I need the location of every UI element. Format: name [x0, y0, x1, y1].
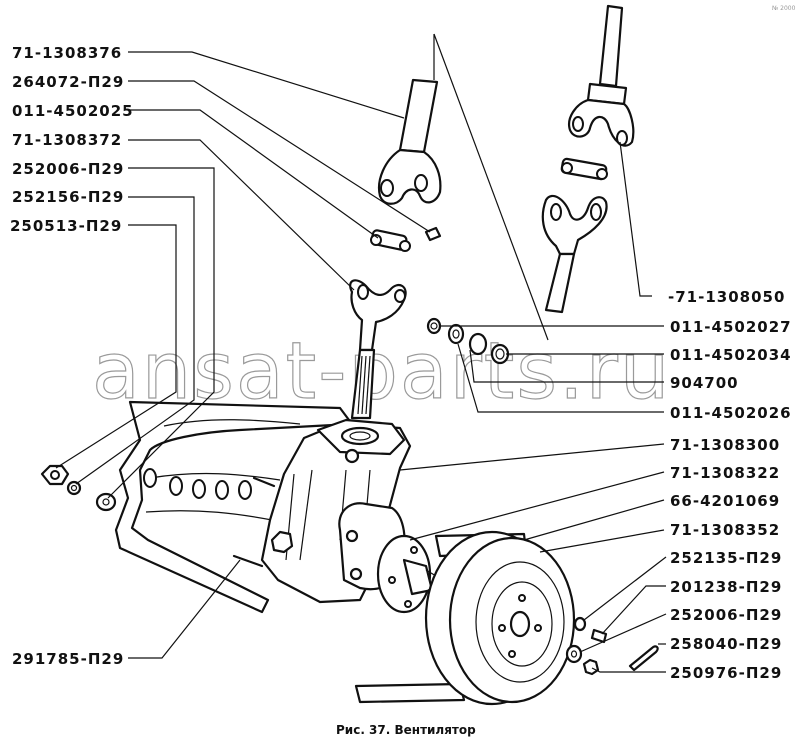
bearing-cup-part [447, 323, 465, 345]
label-011-4502034: 011-4502034 [670, 346, 792, 364]
seal-part [426, 317, 442, 335]
label-011-4502025: 011-4502025 [12, 102, 134, 120]
splined-fork [349, 279, 407, 420]
shroud-plate [114, 400, 354, 614]
left-fasteners [40, 464, 117, 512]
fork-eye-hole [414, 174, 428, 192]
labels-right: -71-1308050 011-4502027 011-4502034 9047… [668, 288, 792, 682]
cotter-pin [628, 645, 659, 672]
label-71-1308322: 71-1308322 [670, 464, 780, 482]
label-252156-p29: 252156-П29 [12, 188, 124, 206]
label-252006-p29: 252006-П29 [12, 160, 124, 178]
label-71-1308300: 71-1308300 [670, 436, 780, 454]
label-250513-p29: 250513-П29 [10, 217, 122, 235]
figure-caption: Рис. 37. Вентилятор [336, 723, 476, 737]
labels-left: 71-1308376 264072-П29 011-4502025 71-130… [10, 44, 134, 668]
label-264072-p29: 264072-П29 [12, 73, 124, 91]
leader-lines [55, 33, 667, 673]
label-252006-p29-b: 252006-П29 [670, 606, 782, 624]
label-250976-p29: 250976-П29 [670, 664, 782, 682]
right-fasteners [565, 616, 659, 676]
flange-hub [376, 534, 437, 614]
label-252135-p29: 252135-П29 [670, 549, 782, 567]
corner-mark: № 2000 [772, 5, 796, 12]
label-71-1308050: -71-1308050 [668, 288, 785, 306]
label-201238-p29: 201238-П29 [670, 578, 782, 596]
label-71-1308372: 71-1308372 [12, 131, 122, 149]
label-011-4502027: 011-4502027 [670, 318, 792, 336]
pulley [424, 530, 576, 706]
label-011-4502026: 011-4502026 [670, 404, 792, 422]
label-71-1308376: 71-1308376 [12, 44, 122, 62]
grease-fitting [424, 226, 442, 242]
label-904700: 904700 [670, 374, 739, 392]
label-258040-p29: 258040-П29 [670, 635, 782, 653]
retaining-ring-part [490, 343, 510, 365]
upper-shaft-fork [377, 78, 442, 205]
fork-eye-hole [380, 179, 394, 197]
label-66-4201069: 66-4201069 [670, 492, 780, 510]
cardan-shaft-assembly [541, 4, 635, 314]
spline-shaft [350, 348, 376, 420]
label-71-1308352: 71-1308352 [670, 521, 780, 539]
cross-spider-left [370, 229, 411, 252]
needle-bearing-part [468, 332, 488, 356]
fan-gearbox [232, 418, 412, 604]
bearing-set [426, 317, 510, 365]
label-291785-p29: 291785-П29 [12, 650, 124, 668]
watermark: ansat-parts.ru [92, 327, 671, 417]
